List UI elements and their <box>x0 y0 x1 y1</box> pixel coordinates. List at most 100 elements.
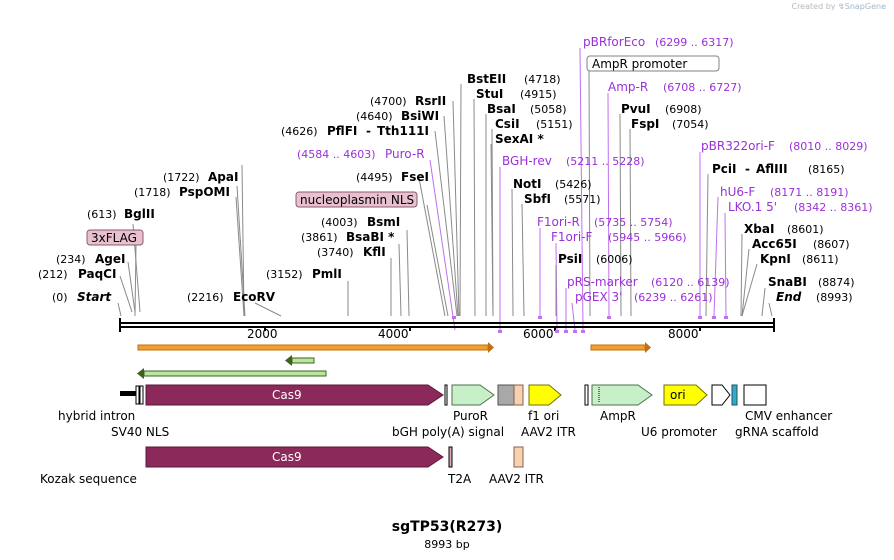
map-length: 8993 bp <box>424 538 470 551</box>
pos-noti: (5426) <box>555 178 592 191</box>
feature-puror[interactable] <box>451 384 495 406</box>
site-bsai[interactable]: BsaI <box>487 102 516 116</box>
sequence-backbone <box>119 318 775 332</box>
pos-pspomi: (1718) <box>134 186 171 199</box>
site-fsei[interactable]: FseI <box>401 170 429 184</box>
label-f1-ori: f1 ori <box>528 409 559 423</box>
pos-bsiwi: (4640) <box>356 110 393 123</box>
primer-binding-marks <box>452 316 728 333</box>
site-ecorv[interactable]: EcoRV <box>233 290 276 304</box>
site-kpni[interactable]: KpnI <box>760 252 791 266</box>
primer-pos-f1ori-f: (5945 .. 5966) <box>608 231 687 244</box>
primer-f1ori-f[interactable]: F1ori-F <box>551 230 592 244</box>
site-start: Start <box>77 290 112 304</box>
feature-cas9-1[interactable]: Cas9 <box>145 384 444 406</box>
primer-amp-r[interactable]: Amp-R <box>608 80 648 94</box>
feature-cmv-enhancer[interactable] <box>743 384 767 406</box>
primer-pbr322ori-f[interactable]: pBR322ori-F <box>701 139 775 153</box>
feature-bgh-polya-mark <box>444 384 448 406</box>
primer-lko1-5[interactable]: LKO.1 5' <box>728 200 777 214</box>
site-sbfi[interactable]: SbfI <box>524 192 551 206</box>
watermark-brand: SnapGene <box>844 2 886 11</box>
feature-ampr[interactable] <box>591 384 653 406</box>
feature-f1-ori[interactable] <box>528 384 562 406</box>
primer-prs-marker[interactable]: pRS-marker <box>567 275 638 289</box>
feature-cas9-2[interactable]: Cas9 <box>145 446 444 468</box>
ori-label: ori <box>670 388 686 402</box>
site-psii[interactable]: PsiI <box>558 252 582 266</box>
label-3xflag-text: 3xFLAG <box>91 231 137 245</box>
pos-ecorv: (2216) <box>187 291 224 304</box>
primer-hu6-f[interactable]: hU6-F <box>720 185 755 199</box>
pos-snabi: (8874) <box>818 276 855 289</box>
site-apai[interactable]: ApaI <box>208 170 238 184</box>
pos-pvui: (6908) <box>665 103 702 116</box>
primer-puro-r[interactable]: Puro-R <box>385 147 425 161</box>
primer-bgh-rev[interactable]: BGH-rev <box>502 154 552 168</box>
label-ampr: AmpR <box>600 409 636 423</box>
label-grna-scaffold: gRNA scaffold <box>735 425 819 439</box>
feature-t2a[interactable] <box>448 446 453 468</box>
cas9-2-label: Cas9 <box>272 450 302 464</box>
pos-bsabi: (3861) <box>301 231 338 244</box>
feature-hybrid-intron[interactable] <box>120 385 144 405</box>
site-tth111i[interactable]: Tth111I <box>377 124 429 138</box>
feature-grna-scaffold[interactable] <box>731 384 738 406</box>
feature-bgh-polya[interactable] <box>497 384 515 406</box>
site-fspi[interactable]: FspI <box>631 117 659 131</box>
ruler-tick-6000: 6000 <box>523 327 554 341</box>
feature-ori[interactable]: ori <box>663 384 708 406</box>
site-kfli[interactable]: KflI <box>363 245 386 259</box>
site-pvui[interactable]: PvuI <box>621 102 651 116</box>
pos-fsei: (4495) <box>356 171 393 184</box>
pos-acc65i: (8607) <box>813 238 850 251</box>
pos-sbfi: (5571) <box>564 193 601 206</box>
site-rsrii[interactable]: RsrII <box>415 94 446 108</box>
label-3xflag[interactable]: 3xFLAG <box>86 229 144 246</box>
primer-pos-hu6-f: (8171 .. 8191) <box>770 186 849 199</box>
site-snabi[interactable]: SnaBI <box>768 275 807 289</box>
feature-aav2-itr-2[interactable] <box>513 446 524 468</box>
feature-aav2-itr-1[interactable] <box>513 384 524 406</box>
primer-f1ori-r[interactable]: F1ori-R <box>537 215 580 229</box>
primer-pbrforeco[interactable]: pBRforEco <box>583 35 645 49</box>
label-nucleoplasmin-nls[interactable]: nucleoplasmin NLS <box>295 191 418 208</box>
site-bglii[interactable]: BglII <box>124 207 155 221</box>
map-title: sgTP53(R273) <box>391 519 503 535</box>
site-stui[interactable]: StuI <box>476 87 503 101</box>
watermark-prefix: Created by <box>791 2 836 11</box>
snapgene-logo-icon: ↯ <box>838 2 845 11</box>
site-bsteii[interactable]: BstEII <box>467 72 506 86</box>
site-xbai[interactable]: XbaI <box>744 222 774 236</box>
site-paqci[interactable]: PaqCI <box>78 267 116 281</box>
pos-stui: (4915) <box>520 88 557 101</box>
site-pmli[interactable]: PmlI <box>312 267 342 281</box>
label-ampr-promoter[interactable]: AmpR promoter <box>586 55 720 72</box>
primer-pos-puro-r: (4584 .. 4603) <box>297 148 376 161</box>
orf-orange-2 <box>590 342 651 353</box>
site-afliii[interactable]: AflIII <box>756 162 788 176</box>
site-pcii[interactable]: PciI <box>712 162 737 176</box>
label-u6-promoter: U6 promoter <box>641 425 717 439</box>
ruler-tick-4000: 4000 <box>378 327 409 341</box>
pos-bsai: (5058) <box>530 103 567 116</box>
primer-pgex-3[interactable]: pGEX 3' <box>575 290 622 304</box>
site-bsmi[interactable]: BsmI <box>367 215 400 229</box>
site-agei[interactable]: AgeI <box>95 252 125 266</box>
site-bsabi[interactable]: BsaBI * <box>346 230 395 244</box>
site-acc65i[interactable]: Acc65I <box>752 237 797 251</box>
primer-pos-bgh-rev: (5211 .. 5228) <box>566 155 645 168</box>
site-sexai[interactable]: SexAI * <box>495 132 544 146</box>
feature-u6-promoter[interactable] <box>711 384 731 406</box>
label-sv40-nls: SV40 NLS <box>111 425 169 439</box>
site-csii[interactable]: CsiI <box>495 117 520 131</box>
pos-pcii: (8165) <box>808 163 845 176</box>
site-pflfi[interactable]: PflFI <box>327 124 357 138</box>
site-pspomi[interactable]: PspOMI <box>179 185 230 199</box>
site-bsiwi[interactable]: BsiWI <box>401 109 439 123</box>
site-noti[interactable]: NotI <box>513 177 542 191</box>
site-end: End <box>776 290 802 304</box>
label-bgh-polya: bGH poly(A) signal <box>392 425 504 439</box>
pos-bglii: (613) <box>87 208 117 221</box>
